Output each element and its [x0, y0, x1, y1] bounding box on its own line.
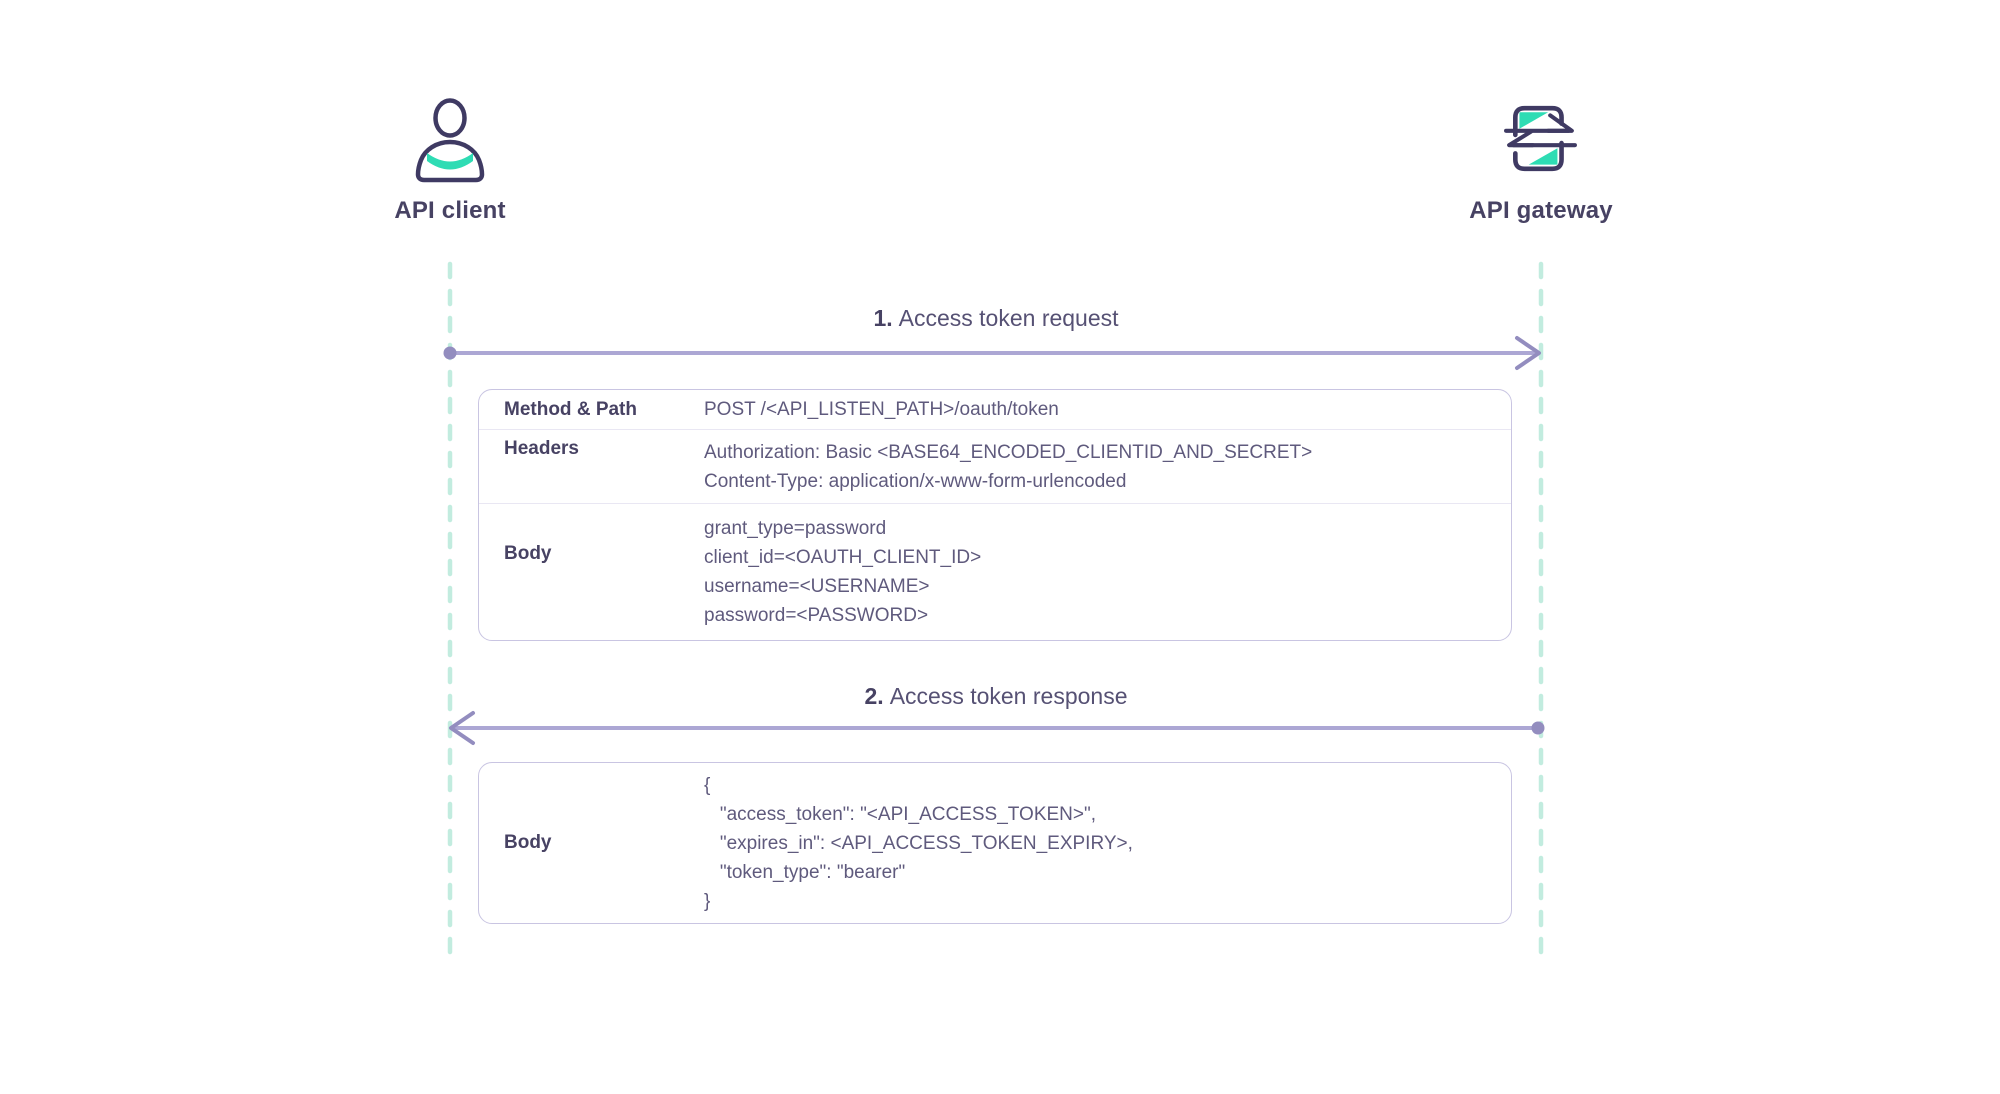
row-label: Body	[504, 832, 552, 853]
row-value: { "access_token": "<API_ACCESS_TOKEN>", …	[704, 771, 1511, 916]
request-arrow	[443, 336, 1541, 370]
message-2-number: 2.	[864, 683, 884, 709]
table-row-headers: Headers Authorization: Basic <BASE64_ENC…	[479, 429, 1511, 503]
row-label: Headers	[504, 438, 579, 459]
row-value: grant_type=password client_id=<OAUTH_CLI…	[704, 514, 1511, 630]
message-1-text: Access token request	[898, 305, 1119, 331]
message-2-label: 2.Access token response	[450, 683, 1542, 710]
response-table: Body { "access_token": "<API_ACCESS_TOKE…	[478, 762, 1512, 924]
header-line: Authorization: Basic <BASE64_ENCODED_CLI…	[704, 442, 1313, 463]
json-line: {	[704, 774, 711, 796]
message-1-label: 1.Access token request	[450, 305, 1542, 332]
table-row-method-path: Method & Path POST /<API_LISTEN_PATH>/oa…	[479, 390, 1511, 429]
json-line: "access_token": "<API_ACCESS_TOKEN>",	[704, 803, 1097, 825]
lifeline-gateway	[1538, 261, 1544, 957]
lifeline-client	[447, 261, 453, 957]
actor-label-api-gateway: API gateway	[1469, 197, 1613, 224]
message-2-text: Access token response	[889, 683, 1128, 709]
row-value: POST /<API_LISTEN_PATH>/oauth/token	[704, 395, 1511, 424]
body-line: client_id=<OAUTH_CLIENT_ID>	[704, 547, 982, 568]
body-line: username=<USERNAME>	[704, 576, 930, 597]
table-row-body: Body grant_type=password client_id=<OAUT…	[479, 503, 1511, 640]
response-arrow	[449, 711, 1545, 745]
row-label: Body	[504, 543, 552, 564]
body-line: password=<PASSWORD>	[704, 605, 929, 626]
row-value: Authorization: Basic <BASE64_ENCODED_CLI…	[704, 438, 1511, 496]
body-line: grant_type=password	[704, 518, 887, 539]
header-line: Content-Type: application/x-www-form-url…	[704, 471, 1127, 492]
row-label: Method & Path	[504, 398, 637, 420]
actor-label-api-client: API client	[394, 197, 506, 224]
json-line: "expires_in": <API_ACCESS_TOKEN_EXPIRY>,	[704, 832, 1133, 854]
swap-arrows-icon	[1504, 105, 1577, 172]
message-1-number: 1.	[873, 305, 893, 331]
method-path-value: POST /<API_LISTEN_PATH>/oauth/token	[704, 399, 1059, 420]
person-icon	[415, 98, 485, 183]
json-line: "token_type": "bearer"	[704, 861, 906, 883]
json-line: }	[704, 890, 711, 912]
request-table: Method & Path POST /<API_LISTEN_PATH>/oa…	[478, 389, 1512, 641]
table-row-body: Body { "access_token": "<API_ACCESS_TOKE…	[479, 763, 1511, 923]
